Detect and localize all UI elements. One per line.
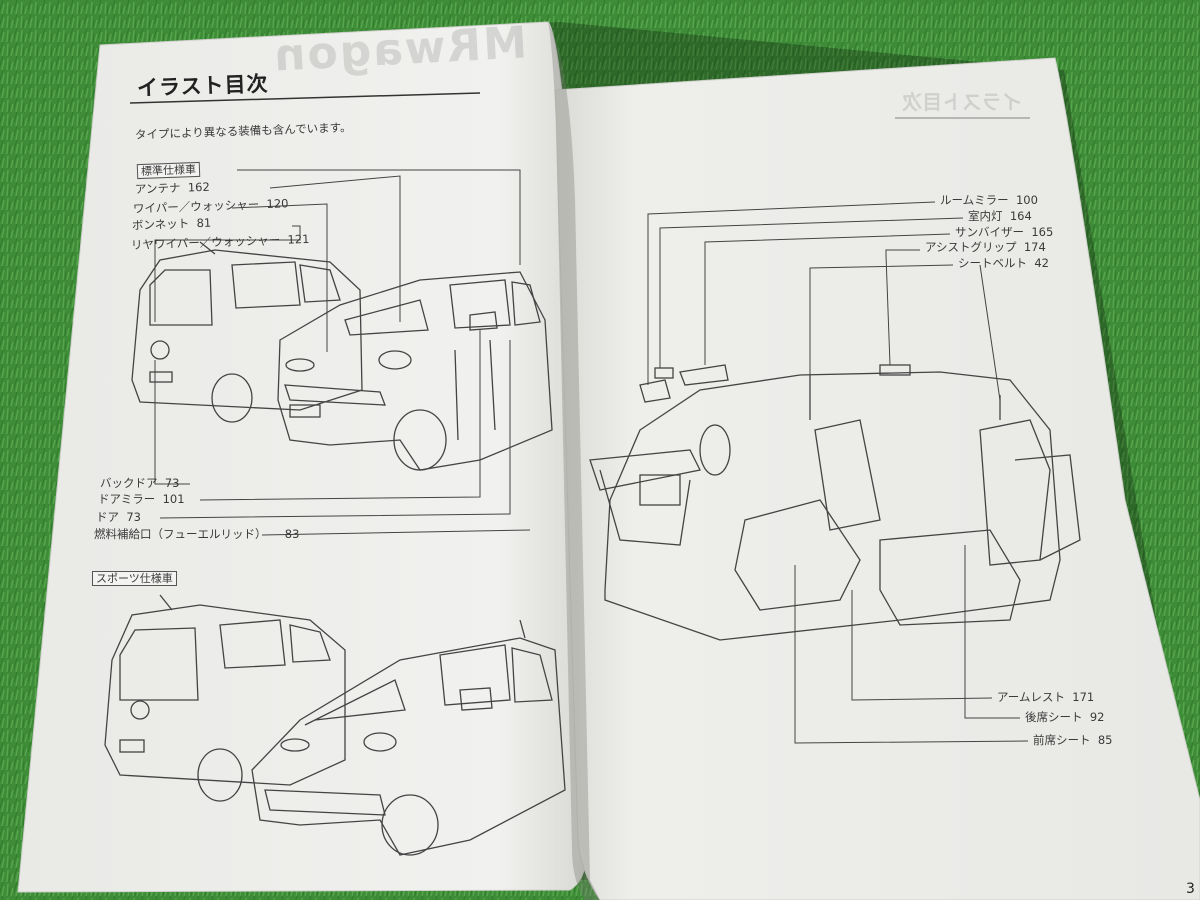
label-door-mirror: ドアミラー 101 xyxy=(98,492,185,506)
label-page: 164 xyxy=(1009,209,1032,223)
label-room-mirror: ルームミラー 100 xyxy=(940,193,1038,207)
right-ghost-title: イラスト目次 xyxy=(902,90,1022,114)
label-name: ボンネット xyxy=(131,216,190,233)
title-rule xyxy=(129,92,481,104)
label-name: シートベルト xyxy=(958,256,1027,270)
label-page: 171 xyxy=(1072,690,1095,704)
interior-drawing xyxy=(589,364,1081,641)
label-page: 120 xyxy=(266,196,289,212)
label-name: ドア xyxy=(96,510,119,524)
label-page: 121 xyxy=(287,231,310,247)
label-page: 162 xyxy=(187,179,211,195)
standard-leader-lines xyxy=(154,169,531,536)
label-page: 73 xyxy=(126,510,141,524)
label-name: サンバイザー xyxy=(955,225,1024,239)
page-number: 3 xyxy=(1186,881,1195,897)
label-bonnet: ボンネット 81 xyxy=(131,215,212,233)
label-page: 85 xyxy=(1097,733,1113,747)
label-door: ドア 73 xyxy=(96,510,141,524)
label-name: ドアミラー xyxy=(98,492,156,506)
label-rear-seat: 後席シート 92 xyxy=(1025,710,1105,724)
label-page: 174 xyxy=(1023,240,1046,254)
label-antenna: アンテナ 162 xyxy=(134,179,211,197)
label-name: 燃料補給口（フューエルリッド） xyxy=(94,527,267,541)
label-front-seat: 前席シート 85 xyxy=(1033,733,1113,747)
label-page: 42 xyxy=(1034,256,1049,270)
label-name: アンテナ xyxy=(134,180,181,197)
label-assist-grip: アシストグリップ 174 xyxy=(925,240,1046,254)
sports-section-label: スポーツ仕様車 xyxy=(92,571,177,586)
label-page: 101 xyxy=(162,492,185,506)
right-page xyxy=(554,57,1200,900)
interior-leader-lines xyxy=(647,201,1029,744)
standard-cars-drawing xyxy=(131,241,553,471)
label-seat-belt: シートベルト 42 xyxy=(958,256,1049,270)
sports-cars-drawing xyxy=(104,594,566,856)
label-back-door: バックドア 73 xyxy=(100,476,180,490)
label-name: 前席シート xyxy=(1033,733,1091,747)
standard-section-label: 標準仕様車 xyxy=(136,161,201,180)
label-name: バックドア xyxy=(100,476,158,490)
label-armrest: アームレスト 171 xyxy=(997,690,1095,704)
label-room-lamp: 室内灯 164 xyxy=(968,209,1032,223)
label-sun-visor: サンバイザー 165 xyxy=(955,225,1054,239)
label-fuel-lid: 燃料補給口（フューエルリッド） 83 xyxy=(94,527,300,541)
label-name: 後席シート xyxy=(1025,710,1083,724)
label-page: 92 xyxy=(1089,710,1105,724)
page-title: イラスト目次 xyxy=(136,71,269,101)
label-name: アシストグリップ xyxy=(925,240,1017,254)
label-name: 室内灯 xyxy=(968,209,1003,223)
label-page: 165 xyxy=(1031,225,1054,239)
label-page: 83 xyxy=(284,527,300,541)
label-page: 100 xyxy=(1015,193,1038,207)
label-page: 73 xyxy=(164,476,180,490)
label-page: 81 xyxy=(196,215,212,231)
spine-shadow xyxy=(548,22,600,900)
label-name: ルームミラー xyxy=(940,193,1009,207)
ghost-logo: MRwagon xyxy=(270,17,529,82)
label-name: アームレスト xyxy=(997,690,1065,704)
left-page xyxy=(17,21,586,893)
